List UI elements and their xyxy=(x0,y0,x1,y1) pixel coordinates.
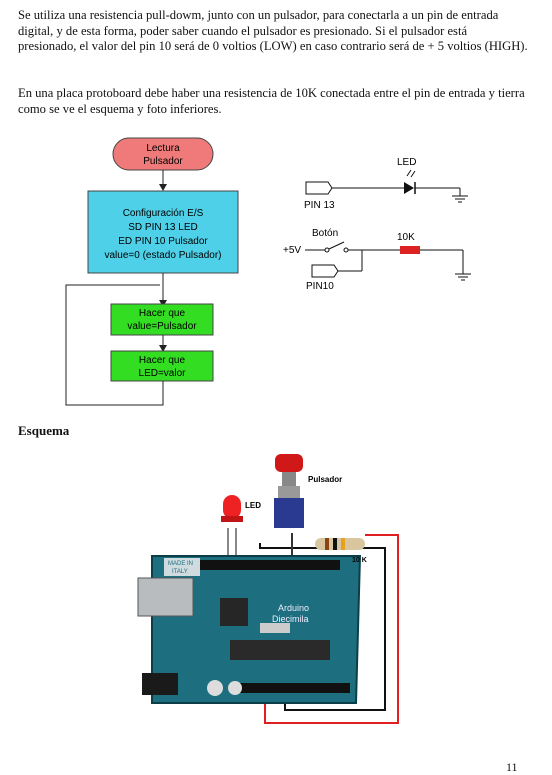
board-model: Diecimila xyxy=(272,614,309,624)
led-label: LED xyxy=(397,157,416,168)
step-value-node: Hacer que value=Pulsador xyxy=(110,303,214,336)
start-node: Lectura Pulsador xyxy=(112,137,214,171)
board-name: Arduino xyxy=(278,603,309,613)
led-component xyxy=(221,495,243,522)
section-heading: Esquema xyxy=(18,423,70,438)
button-label: Botón xyxy=(312,228,338,239)
page-number: 11 xyxy=(506,760,518,774)
pin10-connector xyxy=(311,264,339,278)
vcc-label: +5V xyxy=(283,245,301,256)
config-node-line4: value=0 (estado Pulsador) xyxy=(104,250,221,261)
pin13-connector xyxy=(305,181,333,195)
config-node-line3: ED PIN 10 Pulsador xyxy=(118,236,208,247)
intro-paragraph: Se utiliza una resistencia pull-dowm, ju… xyxy=(18,8,528,53)
config-node-line1: Configuración E/S xyxy=(123,208,204,219)
photo-resistor-label: 10 K xyxy=(352,557,367,564)
config-node: Configuración E/S SD PIN 13 LED ED PIN 1… xyxy=(87,190,239,274)
step-led-node: Hacer que LED=valor xyxy=(110,350,214,382)
arduino-board: MADE IN ITALY Arduino Diecimila xyxy=(137,555,362,704)
step-value-line1: Hacer que xyxy=(139,308,186,319)
start-node-line2: Pulsador xyxy=(143,156,183,167)
ground-icon xyxy=(452,195,468,203)
ground-icon xyxy=(455,273,471,281)
step-led-line1: Hacer que xyxy=(139,355,186,366)
step-value-line2: value=Pulsador xyxy=(127,321,197,332)
photo-led-label: LED xyxy=(245,501,261,510)
pushbutton-component xyxy=(274,454,304,528)
pin13-label: PIN 13 xyxy=(304,200,335,211)
push-button-icon xyxy=(328,241,345,250)
made-in-label: MADE IN xyxy=(168,561,193,567)
resistor-label: 10K xyxy=(397,232,415,243)
flowchart: Lectura Pulsador Configuración E/S SD PI… xyxy=(65,137,239,406)
loop-arrow xyxy=(65,284,164,406)
pin10-label: PIN10 xyxy=(306,281,334,292)
config-node-line2: SD PIN 13 LED xyxy=(128,222,197,233)
circuit-schematic: LED PIN 13 Botón +5V 10K PIN10 xyxy=(283,157,471,292)
resistor-component xyxy=(315,538,365,550)
step-led-line2: LED=valor xyxy=(139,368,187,379)
start-node-line1: Lectura xyxy=(146,143,180,154)
photo-pulsador-label: Pulsador xyxy=(308,475,342,484)
led-diode-icon xyxy=(404,182,414,194)
made-in-country: ITALY xyxy=(172,569,188,575)
resistor-icon xyxy=(400,246,420,254)
arduino-photo: MADE IN ITALY Arduino Diecimila LED Puls… xyxy=(137,454,399,724)
protoboard-paragraph: En una placa protoboard debe haber una r… xyxy=(18,86,525,116)
